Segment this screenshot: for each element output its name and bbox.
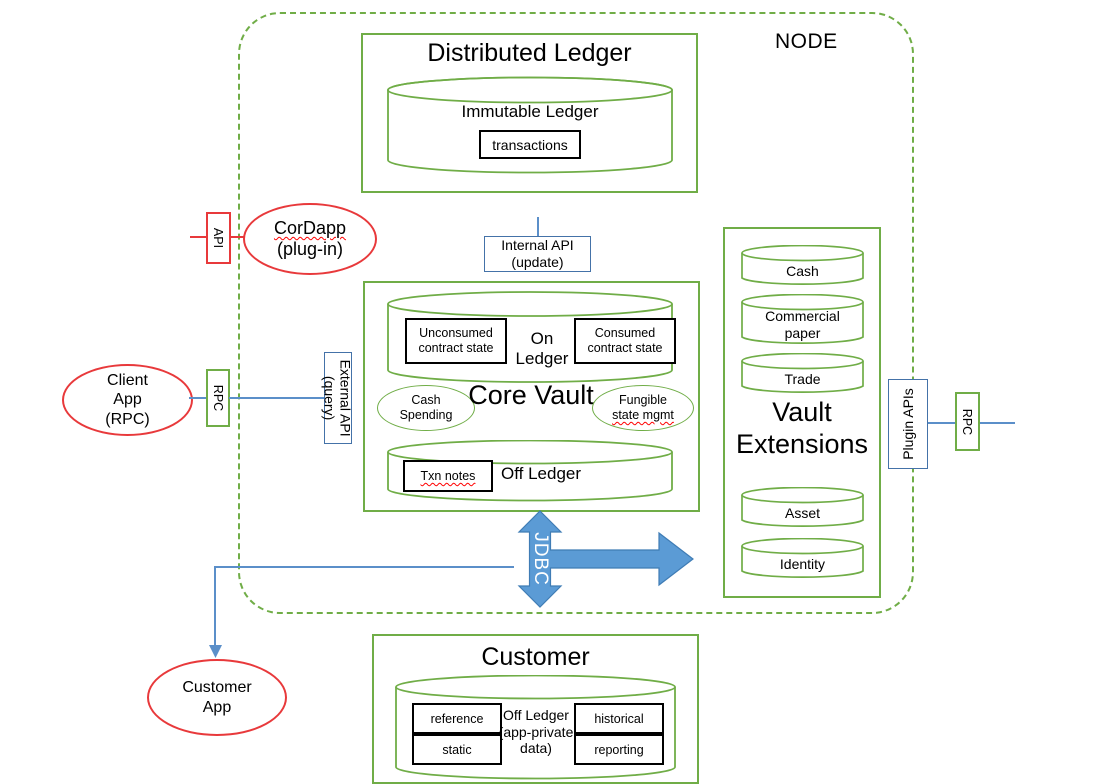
- vault-cylinder-identity: Identity: [740, 538, 865, 580]
- customer-app-line2: App: [202, 698, 232, 716]
- client-app-ellipse: Client App (RPC): [62, 364, 193, 436]
- client-app-line2: App: [113, 391, 142, 409]
- immutable-ledger-cylinder: Immutable Ledger transactions: [386, 76, 674, 174]
- rpc-box-left: RPC: [206, 369, 230, 427]
- internal-api-connector: [537, 217, 539, 236]
- internal-api-box: Internal API (update): [484, 236, 591, 272]
- consumed-line2: contract state: [587, 341, 663, 355]
- vault-cylinder-asset: Asset: [740, 487, 865, 529]
- fungible-line2: state mgmt: [612, 408, 674, 422]
- vault-cylinder-commercial-paper: Commercial paper: [740, 294, 865, 346]
- rpc-box-right: RPC: [955, 392, 980, 451]
- customer-app-path-horizontal: [214, 566, 514, 568]
- client-app-line3: (RPC): [105, 410, 150, 428]
- on-ledger-cylinder: Unconsumed contract state On Ledger Cons…: [386, 291, 676, 383]
- consumed-contract-state-box: Consumed contract state: [574, 318, 676, 364]
- fungible-state-mgmt-ellipse: Fungible state mgmt: [592, 385, 694, 431]
- cash-spending-ellipse: Cash Spending: [377, 385, 475, 431]
- vault-cylinder-cash: Cash: [740, 245, 865, 287]
- cordapp-ellipse: CorDapp (plug-in): [243, 203, 377, 275]
- rpc-box-left-label: RPC: [211, 384, 225, 412]
- rpc-external-api-line: [229, 397, 325, 399]
- fungible-line1: Fungible: [619, 393, 667, 408]
- vault-cylinder-cash-label: Cash: [786, 263, 819, 279]
- unconsumed-contract-state-box: Unconsumed contract state: [405, 318, 507, 364]
- customer-title: Customer: [481, 642, 590, 671]
- customer-box-reporting: reporting: [574, 734, 664, 765]
- vault-extensions-title: Vault Extensions: [723, 390, 881, 466]
- customer-off-ledger-line3: data): [520, 740, 552, 757]
- cash-spending-line1: Cash: [411, 393, 441, 408]
- api-box: API: [206, 212, 231, 264]
- vault-cylinder-asset-label: Asset: [784, 505, 820, 521]
- cordapp-subtitle: (plug-in): [276, 239, 343, 259]
- node-boundary: [238, 12, 914, 614]
- cash-spending-line2: Spending: [399, 408, 453, 422]
- customer-off-ledger-cylinder: reference static Off Ledger (app-private…: [394, 675, 677, 780]
- txn-notes-box: Txn notes: [403, 460, 493, 492]
- plugin-apis-box: Plugin APIs: [888, 379, 928, 469]
- plugin-apis-label: Plugin APIs: [900, 388, 917, 460]
- jdbc-label: JDBC: [530, 532, 551, 586]
- vault-extensions-box: [723, 227, 881, 598]
- vault-cylinder-trade: Trade: [740, 353, 865, 395]
- internal-api-line2: (update): [511, 254, 564, 270]
- on-ledger-label: On Ledger: [515, 329, 569, 368]
- rpc-box-right-label: RPC: [960, 408, 975, 435]
- unconsumed-line1: Unconsumed: [419, 326, 493, 340]
- rpc-right-outgoing-line: [980, 422, 1015, 424]
- customer-off-ledger-line2: (app-private: [498, 723, 574, 740]
- customer-box-historical: historical: [574, 703, 664, 734]
- customer-box-static: static: [412, 734, 502, 765]
- cordapp-api-line-left: [190, 236, 215, 238]
- client-app-line1: Client: [107, 371, 148, 389]
- off-ledger-label: Off Ledger: [501, 464, 582, 483]
- node-label: NODE: [775, 30, 838, 53]
- api-box-label: API: [211, 227, 226, 249]
- distributed-ledger-title: Distributed Ledger: [427, 38, 632, 67]
- external-api-line2: (query): [322, 375, 339, 421]
- vault-extensions-title-line2: Extensions: [735, 429, 869, 459]
- txn-notes-label: Txn notes: [420, 469, 476, 483]
- customer-off-ledger-line1: Off Ledger: [503, 706, 569, 723]
- unconsumed-line2: contract state: [418, 341, 494, 355]
- vault-cylinder-trade-label: Trade: [784, 371, 821, 387]
- customer-off-ledger-label: Off Ledger (app-private data): [498, 701, 574, 763]
- jdbc-arrow: JDBC: [497, 509, 710, 609]
- customer-app-path-vertical: [214, 566, 216, 648]
- vault-extensions-title-line1: Vault: [772, 396, 832, 427]
- customer-box-reference: reference: [412, 703, 502, 734]
- internal-api-line1: Internal API: [501, 237, 574, 254]
- consumed-line1: Consumed: [594, 326, 656, 340]
- vault-cylinder-commercial-paper-label: Commercial paper: [765, 308, 840, 341]
- plugin-apis-rpc-line: [928, 422, 956, 424]
- customer-app-arrowhead: [209, 645, 222, 658]
- cordapp-name: CorDapp: [273, 217, 347, 238]
- core-vault-title: Core Vault: [468, 379, 594, 410]
- customer-app-line1: Customer: [182, 678, 252, 696]
- transactions-box: transactions: [479, 130, 581, 159]
- off-ledger-cylinder: Txn notes Off Ledger: [386, 440, 674, 502]
- external-api-line1: External API: [338, 359, 355, 437]
- immutable-ledger-label: Immutable Ledger: [461, 102, 599, 121]
- customer-app-ellipse: Customer App: [147, 659, 287, 736]
- client-rpc-line-left: [189, 397, 210, 399]
- external-api-box: External API (query): [322, 352, 355, 444]
- cordapp-api-line-right: [231, 236, 253, 238]
- vault-cylinder-identity-label: Identity: [779, 556, 826, 572]
